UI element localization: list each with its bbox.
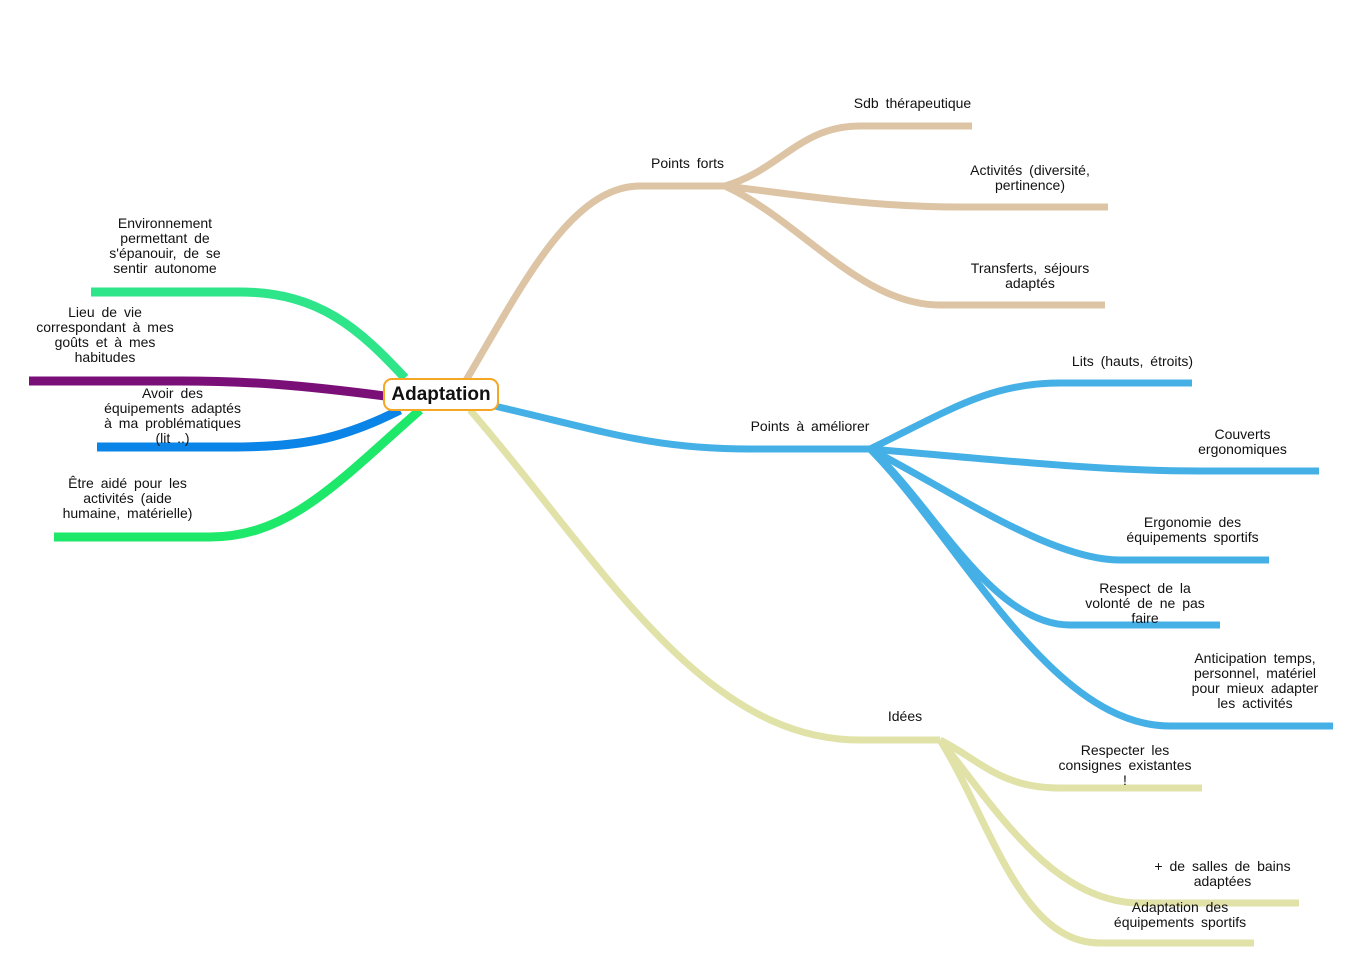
- link-lits: [868, 379, 1192, 453]
- node-couverts[interactable]: Couverts ergonomiques: [1198, 426, 1287, 457]
- link-anticipation: [867, 446, 1333, 730]
- node-sdb[interactable]: Sdb thérapeutique: [853, 95, 972, 111]
- node-idees[interactable]: Idées: [887, 708, 923, 724]
- link-points-forts: [461, 182, 725, 384]
- link-lieu-de-vie: [29, 376, 386, 401]
- link-transferts: [723, 182, 1105, 309]
- link-etre-aide: [54, 406, 423, 542]
- link-environnement: [91, 287, 409, 382]
- link-ergonomie: [868, 445, 1269, 564]
- link-equipements: [97, 405, 403, 452]
- link-activites: [724, 182, 1108, 211]
- node-adapt-equip[interactable]: Adaptation des équipements sportifs: [1113, 899, 1247, 930]
- node-points-forts[interactable]: Points forts: [650, 155, 725, 171]
- central-node[interactable]: Adaptation: [383, 378, 499, 411]
- link-salles: [937, 737, 1299, 907]
- link-ameliorer: [489, 401, 870, 453]
- node-transferts[interactable]: Transferts, séjours adaptés: [970, 260, 1090, 291]
- link-couverts: [869, 445, 1319, 475]
- node-salles[interactable]: + de salles de bains adaptées: [1154, 858, 1291, 889]
- node-respect[interactable]: Respect de la volonté de ne pas faire: [1085, 580, 1205, 626]
- node-etre-aide[interactable]: Être aidé pour les activités (aide humai…: [62, 475, 193, 521]
- node-ergonomie[interactable]: Ergonomie des équipements sportifs: [1126, 514, 1259, 545]
- node-equipements[interactable]: Avoir des équipements adaptés à ma probl…: [104, 385, 241, 446]
- link-sdb: [724, 122, 972, 190]
- node-environnement[interactable]: Environnement permettant de s'épanouir, …: [109, 215, 221, 276]
- node-lits[interactable]: Lits (hauts, étroits): [1071, 353, 1194, 369]
- node-anticipation[interactable]: Anticipation temps, personnel, matériel …: [1191, 650, 1319, 711]
- link-idees: [467, 407, 940, 744]
- node-activites[interactable]: Activités (diversité, pertinence): [970, 162, 1090, 193]
- node-lieu-de-vie[interactable]: Lieu de vie correspondant à mes goûts et…: [36, 304, 174, 365]
- link-consignes: [938, 736, 1202, 792]
- node-consignes[interactable]: Respecter les consignes existantes !: [1058, 742, 1192, 788]
- link-adapt-equip: [937, 738, 1254, 947]
- node-ameliorer[interactable]: Points à améliorer: [750, 418, 870, 434]
